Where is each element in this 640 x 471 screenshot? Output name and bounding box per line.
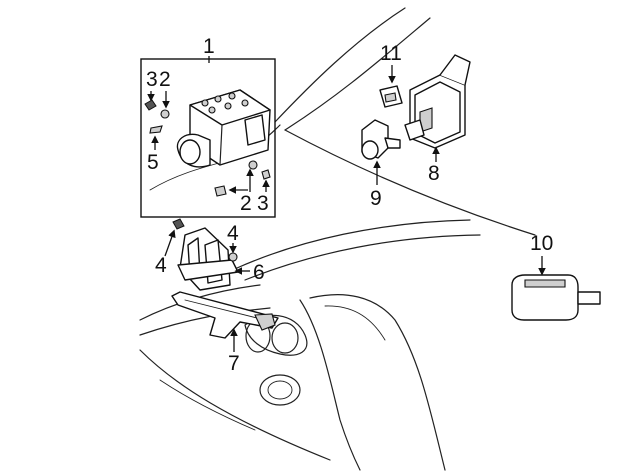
control-module-8: 8: [404, 54, 471, 185]
bracket-6: [172, 218, 239, 291]
callout-11: 11: [380, 42, 402, 65]
callout-3: 3: [257, 192, 269, 215]
abs-actuator: [176, 89, 271, 168]
box-callouts: 3 2 5 2 3: [146, 68, 270, 215]
callout-4-left: 4: [155, 254, 167, 277]
sensor-10: 10: [511, 232, 601, 321]
callout-6: 6: [253, 261, 265, 284]
callouts-4-6: 4 4 6: [155, 222, 265, 284]
callout-1: 1: [203, 35, 215, 58]
callout-9: 9: [370, 187, 382, 210]
callout-3-top: 3: [146, 68, 158, 91]
callout-10: 10: [530, 232, 553, 255]
callout-7: 7: [228, 352, 240, 375]
part-11: 11: [379, 42, 403, 108]
sensor-9: 9: [361, 119, 401, 210]
assembly-1-box: [140, 56, 276, 218]
vehicle-outline: [139, 7, 536, 471]
callout-2: 2: [240, 192, 252, 215]
callout-8: 8: [428, 162, 440, 185]
callout-2-top: 2: [159, 68, 171, 91]
bracket-7: [171, 291, 279, 339]
callout-4-right: 4: [227, 222, 239, 245]
callout-7-group: 7: [228, 328, 240, 375]
callout-5: 5: [147, 151, 159, 174]
